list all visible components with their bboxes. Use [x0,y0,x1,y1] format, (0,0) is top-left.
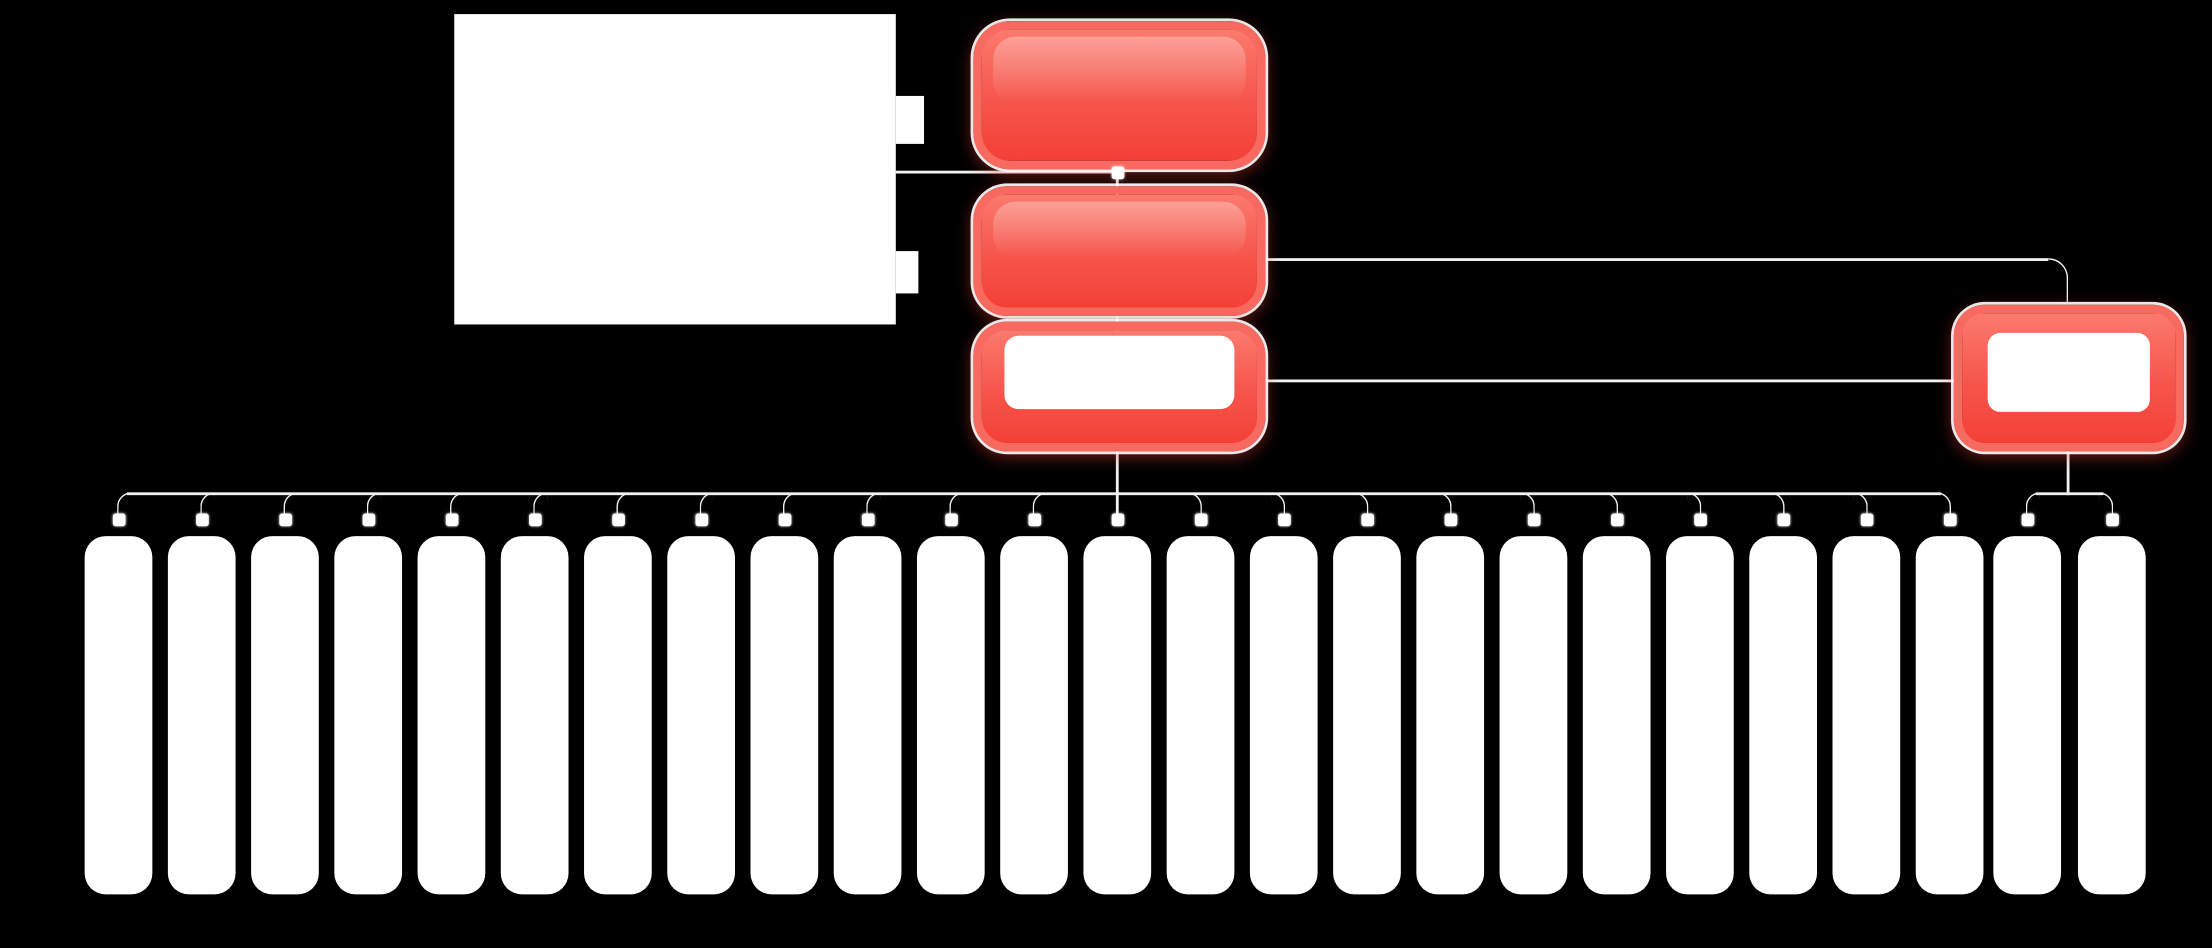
connector-topic2-to-topic4-corner [2048,258,2069,304]
leaf-node[interactable] [84,536,153,895]
leaf-node[interactable] [833,536,902,895]
leaf-node[interactable] [1666,536,1734,895]
connector-topic2-to-topic4 [1265,258,2049,261]
leaf-branch-curve [533,492,548,514]
leaf-node[interactable] [916,536,985,895]
leaf-branch-curve [1936,492,1951,514]
leaf-rail-right [2035,492,2104,495]
leaf-anchor-dot [278,512,292,526]
connector-topic4-trunk [2067,448,2070,496]
leaf-node[interactable] [584,536,652,895]
leaf-anchor-dot [112,512,125,526]
leaf-node[interactable] [2077,536,2146,895]
leaf-branch-curve [1520,492,1535,514]
leaf-branch-curve [450,492,465,514]
leaf-branch-curve [1353,492,1369,514]
connector-topic3-to-topic4 [1265,379,1954,382]
leaf-node[interactable] [1582,536,1651,895]
leaf-node[interactable] [1333,536,1401,895]
leaf-branch-curve [1187,492,1202,514]
leaf-anchor-dot [694,512,708,526]
junction-anchor-dot [1110,165,1124,179]
leaf-node[interactable] [500,536,569,895]
leaf-anchor-dot [1860,512,1873,526]
leaf-branch-curve [1770,492,1785,514]
leaf-branch-curve [283,492,299,514]
leaf-anchor-dot [361,512,375,526]
leaf-node[interactable] [1749,536,1817,895]
connector-root-to-topic [895,171,1118,174]
leaf-node[interactable] [417,536,486,895]
node-white-core [1987,332,2150,412]
leaf-anchor-dot [1527,512,1540,526]
leaf-anchor-dot [1776,512,1790,526]
leaf-branch-curve [1032,492,1048,514]
leaf-branch-curve [2098,492,2113,514]
leaf-anchor-dot [1277,512,1291,526]
leaf-branch-curve [700,492,715,514]
branch-node-topic-2[interactable] [973,186,1266,316]
leaf-node[interactable] [1083,536,1152,895]
leaf-node[interactable] [1993,536,2062,895]
leaf-anchor-dot [1693,512,1707,526]
leaf-node[interactable] [251,536,319,895]
leaf-anchor-dot [1110,512,1124,526]
leaf-anchor-dot [778,512,791,526]
leaf-branch-curve [1853,492,1868,514]
node-white-core [1004,335,1235,410]
root-node-stub [895,95,925,144]
leaf-anchor-dot [861,512,874,526]
leaf-node[interactable] [1915,536,1984,895]
leaf-node[interactable] [1832,536,1901,895]
branch-node-topic-1[interactable] [973,21,1266,170]
leaf-branch-curve [2026,492,2041,514]
root-node-stub [895,251,919,294]
leaf-anchor-dot [1610,512,1624,526]
leaf-node[interactable] [167,536,236,895]
leaf-anchor-dot [528,512,542,526]
leaf-anchor-dot [2020,512,2034,526]
leaf-branch-curve [200,492,215,514]
leaf-branch-curve [1270,492,1285,514]
leaf-anchor-dot [1943,512,1956,526]
leaf-anchor-dot [195,512,209,526]
leaf-branch-curve [117,492,132,514]
leaf-branch-curve [866,492,881,514]
leaf-anchor-dot [1443,512,1457,526]
leaf-anchor-dot [944,512,958,526]
branch-node-topic-4[interactable] [1953,304,2184,452]
leaf-node[interactable] [750,536,819,895]
leaf-node[interactable] [1249,536,1318,895]
node-top-highlight [993,36,1246,103]
leaf-branch-curve [783,492,798,514]
leaf-anchor-dot [611,512,625,526]
leaf-anchor-dot [1194,512,1207,526]
leaf-node[interactable] [1166,536,1235,895]
leaf-anchor-dot [1027,512,1041,526]
leaf-anchor-dot [1360,512,1374,526]
leaf-node[interactable] [1416,536,1485,895]
leaf-branch-curve [1437,492,1452,514]
leaf-branch-curve [1686,492,1701,514]
leaf-branch-curve [949,492,964,514]
leaf-branch-curve [616,492,631,514]
leaf-node[interactable] [334,536,403,895]
leaf-node[interactable] [667,536,735,895]
leaf-anchor-dot [2105,512,2119,526]
leaf-branch-curve [367,492,382,514]
leaf-branch-curve [1603,492,1618,514]
node-top-highlight [993,201,1246,259]
leaf-rail-main [126,492,1942,495]
leaf-anchor-dot [445,512,458,526]
leaf-node[interactable] [1499,536,1568,895]
root-node[interactable] [454,14,896,325]
branch-node-topic-3[interactable] [973,321,1266,452]
leaf-node[interactable] [1000,536,1068,895]
